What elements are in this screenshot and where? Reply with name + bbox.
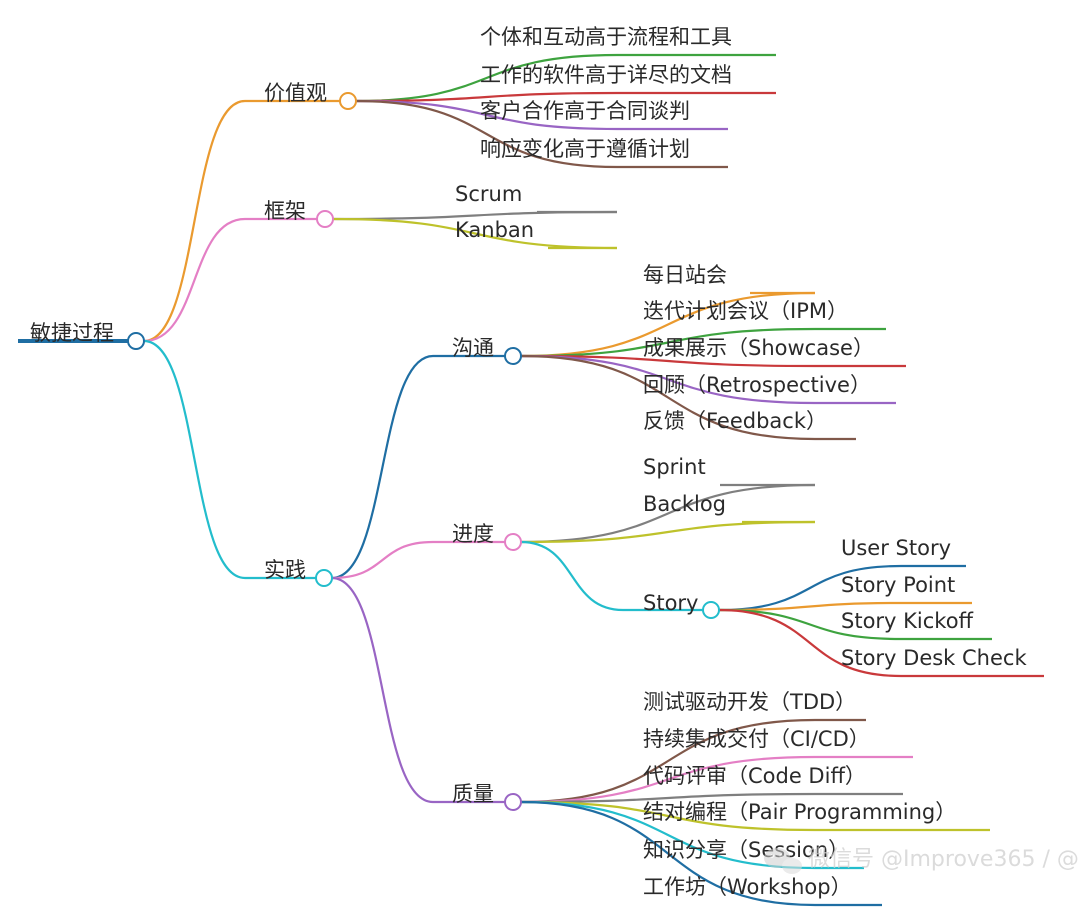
edge-b2-c0-c3 [520, 354, 816, 405]
edge-b2-c0-c0 [520, 291, 816, 358]
leaf-label-b0-c0: 个体和互动高于流程和工具 [480, 25, 732, 49]
edge-b0-c3 [355, 99, 618, 169]
leaf-label-b2-c2-c4: 知识分享（Session） [643, 838, 849, 862]
edge-b2-c2-c5 [520, 800, 816, 907]
node-circle-b1 [316, 210, 334, 228]
edge-b2-c1-c2 [520, 540, 624, 612]
leaf-label-b2-c1-c2-c1: Story Point [841, 573, 955, 597]
edge-b2-c1-c2-c1 [718, 601, 902, 612]
edge-b2-c2-c0 [520, 718, 816, 804]
node-label-b2-c1: 进度 [452, 522, 494, 546]
leaf-label-b2-c2-c5: 工作坊（Workshop） [643, 875, 852, 899]
leaf-label-b2-c0-c4: 反馈（Feedback） [643, 409, 827, 433]
node-label-b2-c2: 质量 [452, 782, 494, 806]
edge-b2-c0-c4 [520, 354, 816, 441]
watermark-text: 微信号 @Improve365 / @Dawei Ma [808, 847, 1080, 872]
edge-b2-c1 [331, 540, 434, 580]
node-circle-b2 [315, 569, 333, 587]
mind-map-node-circles [127, 92, 720, 811]
edge-b0-c1 [355, 91, 618, 103]
node-circle-b2-c1-c2 [702, 601, 720, 619]
edge-b0-c0 [355, 53, 618, 103]
edge-b2-c2-c3 [520, 800, 816, 832]
leaf-label-b2-c0-c3: 回顾（Retrospective） [643, 373, 871, 397]
edge-b2 [143, 339, 246, 580]
edge-b2-c1-c2-c3 [718, 608, 902, 678]
leaf-label-b0-c3: 响应变化高于遵循计划 [480, 137, 690, 161]
leaf-label-b2-c1-c2-c0: User Story [841, 536, 951, 560]
edge-b2-c2-c4 [520, 800, 816, 870]
leaf-label-b2-c2-c2: 代码评审（Code Diff） [643, 764, 866, 788]
node-circle-b2-c0 [504, 347, 522, 365]
edge-b2-c0-c2 [520, 354, 816, 368]
wechat-icon [764, 848, 802, 874]
leaf-label-b2-c1-c0: Sprint [643, 455, 706, 479]
node-label-b0: 价值观 [264, 81, 327, 105]
leaf-label-b2-c1-c2-c3: Story Desk Check [841, 646, 1027, 670]
edge-b1 [143, 217, 246, 343]
leaf-label-b2-c1-c1: Backlog [643, 492, 726, 516]
node-label-b2-c1-c2: Story [643, 591, 698, 615]
leaf-label-b0-c2: 客户合作高于合同谈判 [480, 99, 690, 123]
node-circle-b2-c1 [504, 533, 522, 551]
edge-b2-c2-c1 [520, 755, 816, 804]
edge-b1-c1 [332, 217, 618, 250]
edge-b2-c2 [331, 576, 434, 804]
edge-b0-c2 [355, 99, 618, 131]
mind-map-labels: 敏捷过程 价值观 个体和互动高于流程和工具工作的软件高于详尽的文档客户合作高于合同谈… [30, 25, 1027, 899]
leaf-label-b2-c2-c0: 测试驱动开发（TDD） [643, 690, 856, 714]
watermark: 微信号 @Improve365 / @Dawei Ma [764, 847, 1080, 874]
leaf-label-b1-c0: Scrum [455, 182, 522, 206]
root-node-label: 敏捷过程 [30, 321, 114, 345]
edge-b2-c0-c1 [520, 327, 816, 358]
leaf-label-b1-c1: Kanban [455, 218, 534, 242]
edge-b0 [143, 99, 246, 343]
node-label-b2-c0: 沟通 [452, 336, 494, 360]
edge-b2-c2-c2 [520, 792, 816, 804]
node-label-b1: 框架 [264, 199, 306, 223]
leaf-label-b2-c2-c1: 持续集成交付（CI/CD） [643, 727, 870, 751]
edge-b2-c0 [331, 354, 434, 580]
mind-map-edges [18, 53, 1044, 907]
node-circle-b0 [339, 92, 357, 110]
node-circle-b2-c2 [504, 793, 522, 811]
leaf-label-b2-c2-c3: 结对编程（Pair Programming） [643, 800, 956, 824]
node-label-b2: 实践 [264, 558, 306, 582]
root-node-circle [127, 332, 145, 350]
edge-b2-c1-c1 [520, 520, 816, 544]
edge-b2-c1-c0 [520, 483, 816, 544]
leaf-label-b2-c0-c1: 迭代计划会议（IPM） [643, 299, 848, 323]
leaf-label-b2-c0-c2: 成果展示（Showcase） [643, 336, 874, 360]
edge-b2-c1-c2-c0 [718, 564, 902, 612]
leaf-label-b2-c0-c0: 每日站会 [643, 263, 727, 287]
edge-b2-c1-c2-c2 [718, 608, 902, 641]
leaf-label-b2-c1-c2-c2: Story Kickoff [841, 609, 974, 633]
leaf-label-b0-c1: 工作的软件高于详尽的文档 [480, 63, 732, 87]
